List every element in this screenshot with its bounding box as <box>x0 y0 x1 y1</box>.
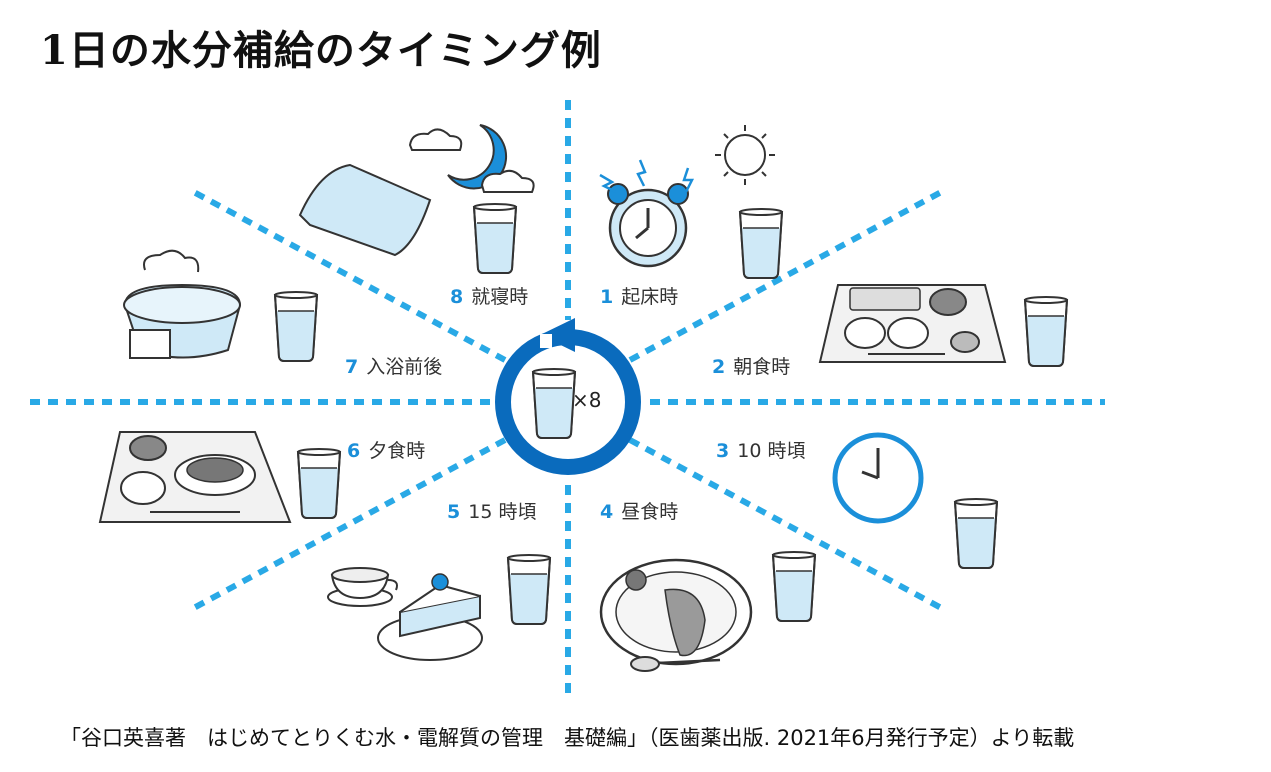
timing-number: 8 <box>450 286 464 308</box>
divider-diag-nw <box>188 187 507 363</box>
divider-lines <box>30 100 1105 700</box>
timing-text: 朝食時 <box>733 356 791 378</box>
alarm-clock-icon <box>599 159 695 268</box>
timing-number: 2 <box>712 356 726 378</box>
timing-label-1: 1 起床時 <box>600 282 678 309</box>
timing-text: 昼食時 <box>621 501 679 523</box>
cake-icon <box>377 573 483 661</box>
center-glass-icon <box>532 368 576 439</box>
center-multiplier: ×8 <box>572 388 602 412</box>
sun-icon <box>715 125 775 185</box>
timing-number: 7 <box>345 356 359 378</box>
timing-number: 5 <box>447 501 461 523</box>
breakfast-tray-icon <box>818 284 1007 363</box>
curry-plate-icon <box>599 558 753 672</box>
glass-icon-5 <box>507 554 551 625</box>
timing-number: 6 <box>347 440 361 462</box>
timing-text: 起床時 <box>621 286 679 308</box>
timing-label-3: 3 10 時頃 <box>716 436 805 463</box>
timing-text: 就寝時 <box>471 286 529 308</box>
tea-cup-icon <box>327 567 398 607</box>
timing-label-5: 5 15 時頃 <box>447 497 536 524</box>
timing-number: 3 <box>716 440 730 462</box>
timing-text: 15 時頃 <box>468 501 537 523</box>
divider-diag-se <box>628 437 947 613</box>
wall-clock-icon <box>832 432 924 524</box>
timing-label-8: 8 就寝時 <box>450 282 528 309</box>
timing-number: 4 <box>600 501 614 523</box>
glass-icon-4 <box>772 551 816 622</box>
divider-diag-ne <box>628 187 947 363</box>
timing-label-2: 2 朝食時 <box>712 352 790 379</box>
glass-icon-7 <box>274 291 318 362</box>
glass-icon-3 <box>954 498 998 569</box>
dinner-tray-icon <box>98 431 292 523</box>
timing-label-7: 7 入浴前後 <box>345 352 442 379</box>
pillow-icon <box>298 163 432 257</box>
timing-label-6: 6 夕食時 <box>347 436 425 463</box>
timing-text: 夕食時 <box>368 440 426 462</box>
moon-clouds-icon <box>408 124 535 193</box>
timing-label-4: 4 昼食時 <box>600 497 678 524</box>
bath-basin-icon <box>123 249 242 359</box>
timing-text: 10 時頃 <box>737 440 806 462</box>
glass-icon-8 <box>473 203 517 274</box>
source-citation: 「谷口英喜著 はじめてとりくむ水・電解質の管理 基礎編」（医歯薬出版. 2021… <box>60 726 1075 750</box>
page-title: 1日の水分補給のタイミング例 <box>40 27 602 74</box>
glass-icon-6 <box>297 448 341 519</box>
timing-text: 入浴前後 <box>366 356 443 378</box>
divider-diag-sw <box>188 437 507 613</box>
glass-icon-2 <box>1024 296 1068 367</box>
glass-icon-1 <box>739 208 783 279</box>
timing-number: 1 <box>600 286 614 308</box>
